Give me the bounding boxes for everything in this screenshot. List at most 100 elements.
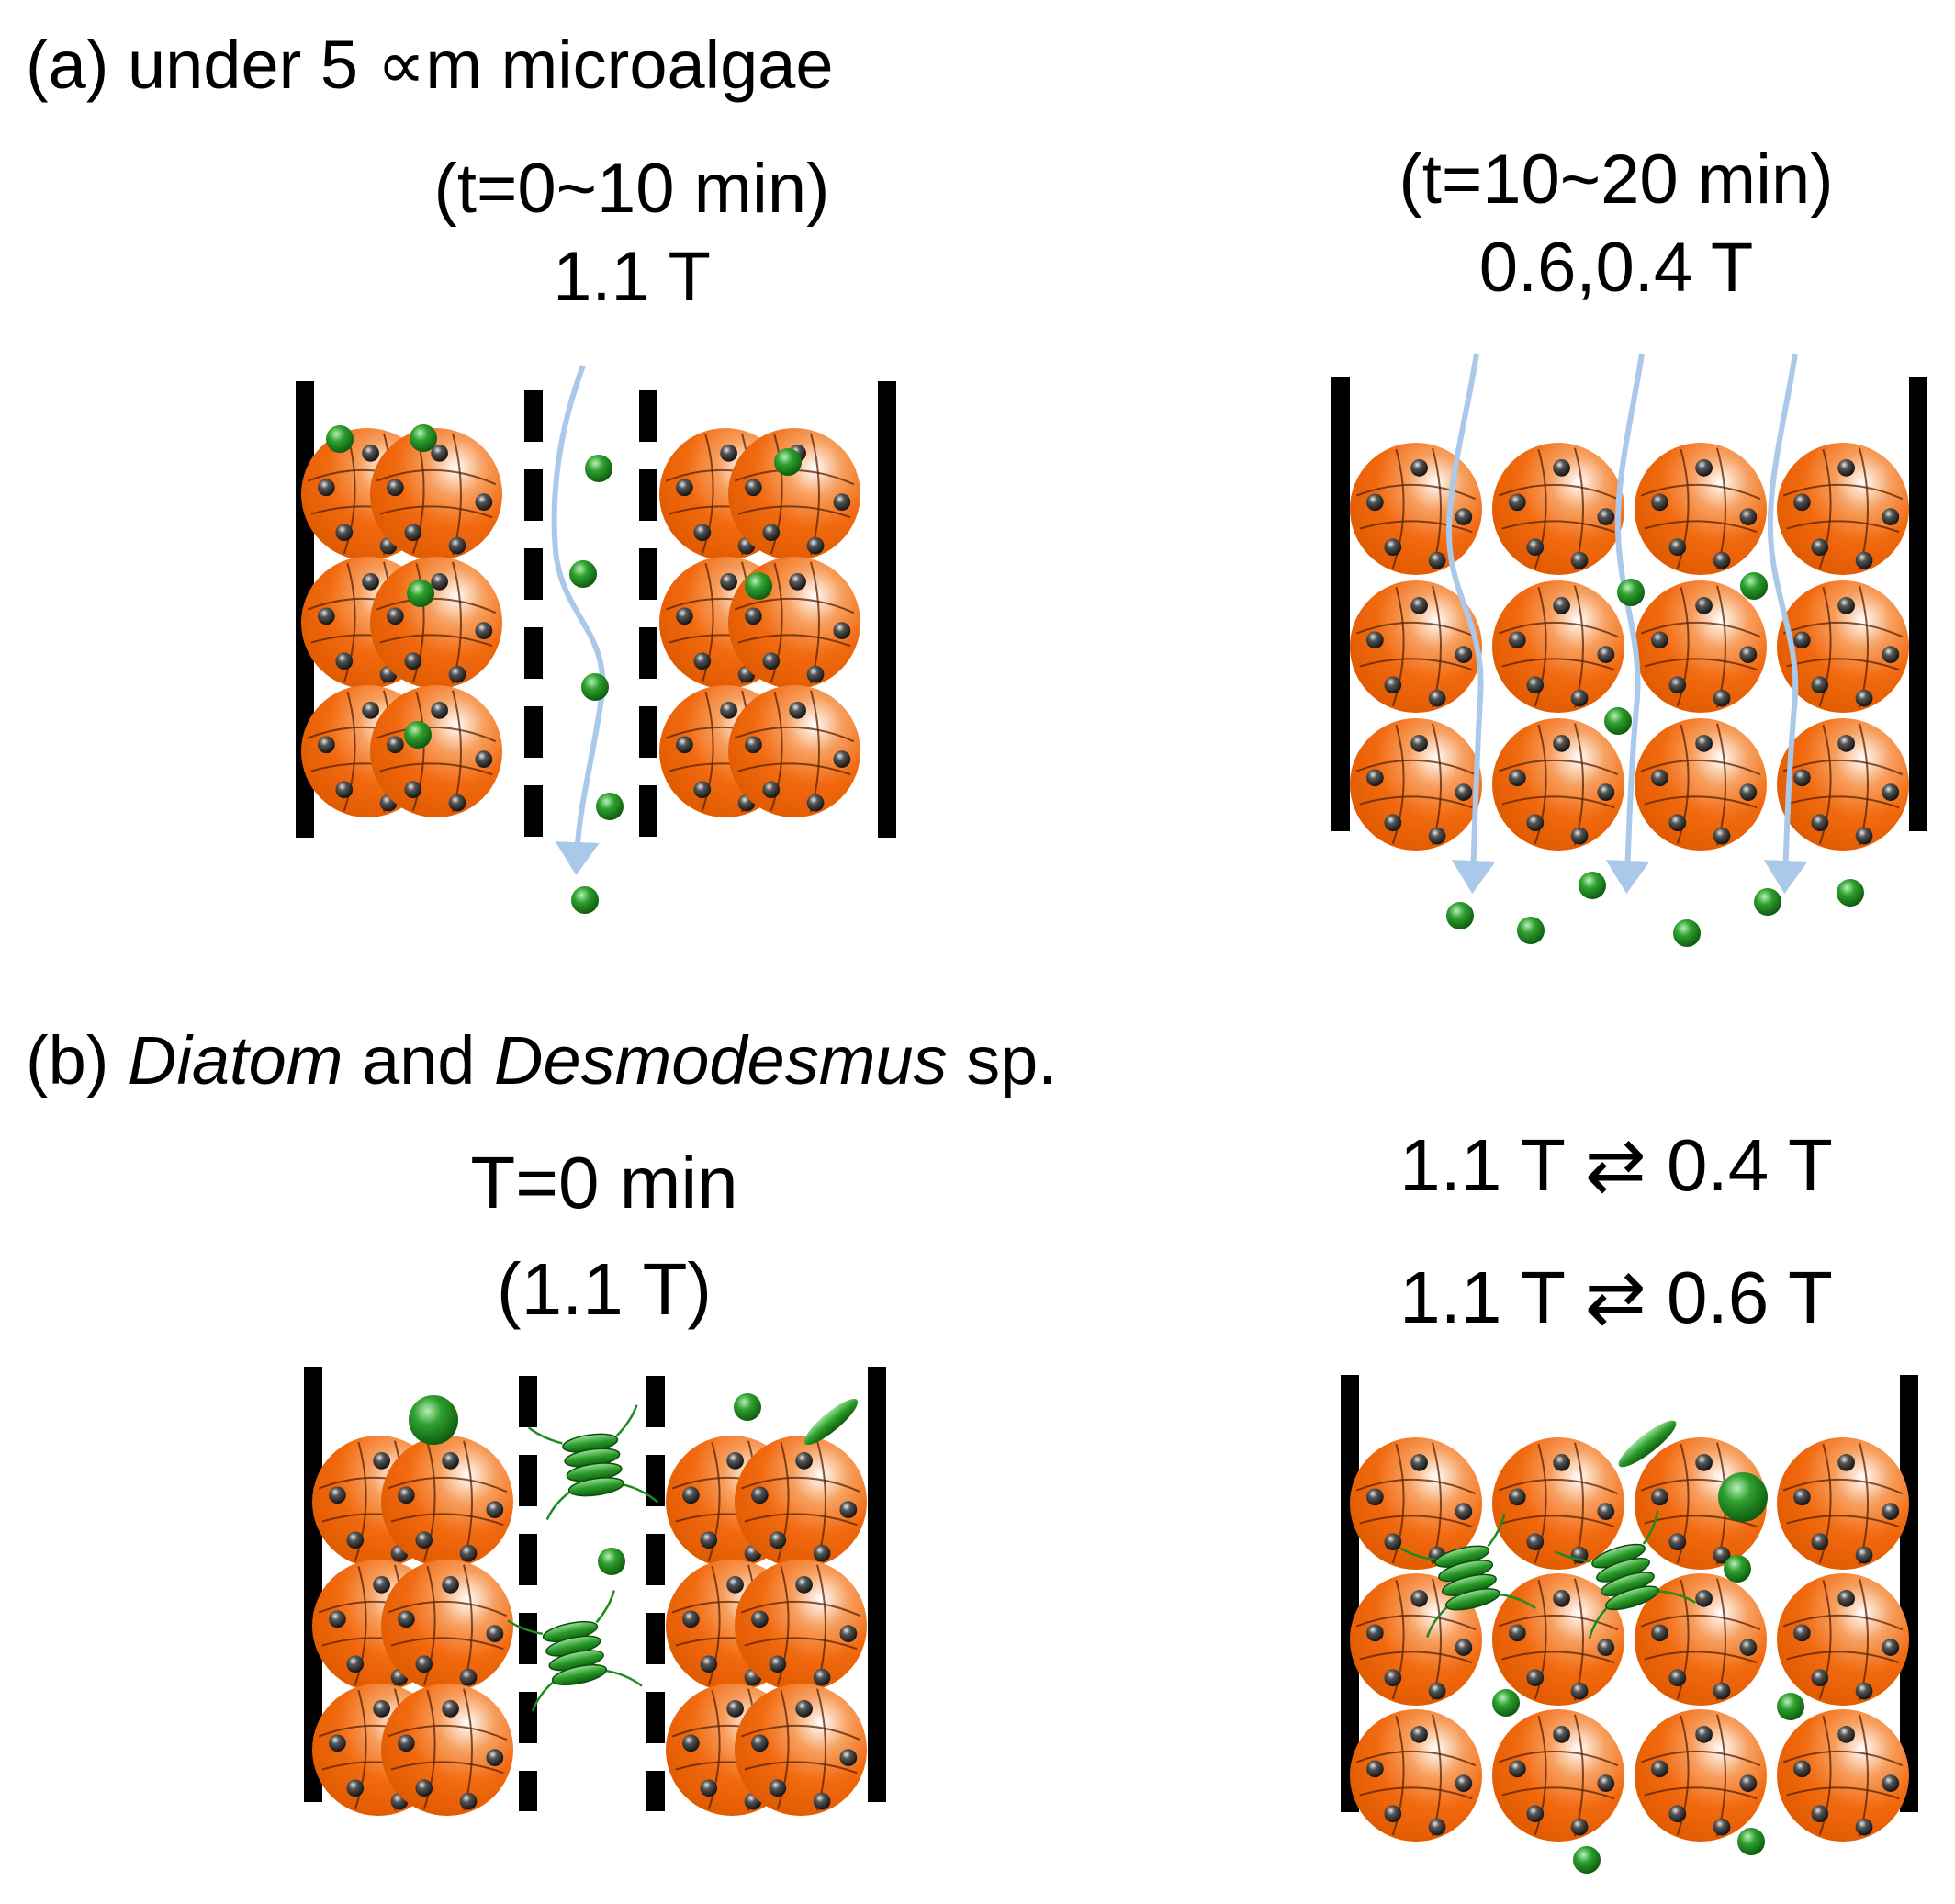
- nanoparticle: [1651, 1488, 1668, 1506]
- nanoparticle: [398, 1734, 415, 1752]
- nanoparticle: [318, 736, 335, 754]
- panel-b-right-cycle-06: 1.1 T ⇄ 0.6 T: [1399, 1256, 1833, 1338]
- nanoparticle: [1793, 769, 1811, 787]
- colony-spine: [531, 1681, 554, 1712]
- bead-body: [1777, 718, 1909, 851]
- nanoparticle: [1651, 631, 1668, 649]
- nanoparticle: [789, 573, 806, 591]
- microalga-cell: [1517, 917, 1545, 944]
- nanoparticle: [1384, 814, 1402, 832]
- nanoparticle: [1882, 1639, 1900, 1656]
- magnetic-bead: [1777, 1573, 1909, 1706]
- bead-mesh-line: [379, 762, 493, 776]
- microalga-cell: [596, 793, 624, 820]
- bead-mesh-line: [1391, 1715, 1405, 1836]
- bead-mesh-line: [1676, 1443, 1690, 1564]
- colony-spine: [606, 1669, 643, 1687]
- nanoparticle: [806, 665, 825, 683]
- magnetic-bead: [728, 685, 860, 817]
- bead-mesh-line: [1391, 1443, 1405, 1564]
- bead-mesh-line: [707, 1565, 721, 1686]
- bead-mesh-line: [737, 505, 851, 519]
- bead-mesh-line: [422, 1689, 436, 1810]
- colony-spine: [527, 1426, 563, 1445]
- bead-body: [1350, 580, 1482, 713]
- nanoparticle: [1793, 1624, 1811, 1642]
- bead-body: [1635, 580, 1767, 713]
- nanoparticle: [1366, 493, 1384, 512]
- nanoparticle: [398, 1486, 415, 1504]
- bead-mesh-line: [1644, 795, 1758, 809]
- nanoparticle: [1882, 783, 1900, 801]
- nanoparticle: [795, 1700, 813, 1718]
- nanoparticle: [1509, 631, 1526, 649]
- nanoparticle: [1509, 1488, 1526, 1506]
- bead-body: [1492, 718, 1624, 851]
- bead-mesh-line: [422, 1565, 436, 1686]
- magnetic-bead: [728, 428, 860, 560]
- nanoparticle: [442, 1452, 459, 1470]
- nanoparticle: [431, 702, 448, 719]
- nanoparticle: [682, 1486, 700, 1504]
- microalga-cell: [1604, 707, 1632, 735]
- bead-mesh-line: [1786, 658, 1900, 671]
- panel-b-right-cycle-04: 1.1 T ⇄ 0.4 T: [1399, 1124, 1833, 1206]
- magnetic-bead: [1635, 718, 1767, 851]
- microalga-cell: [1617, 579, 1645, 606]
- diatom-cell: [1618, 1420, 1677, 1468]
- nanoparticle: [1793, 1488, 1811, 1506]
- microalga-cell: [1737, 1828, 1765, 1855]
- nanoparticle: [839, 1501, 858, 1518]
- bead-mesh-line: [1501, 795, 1615, 809]
- nanoparticle: [486, 1625, 504, 1642]
- bead-mesh-line: [390, 1513, 504, 1527]
- bead-mesh-line: [1498, 483, 1619, 501]
- nanoparticle: [335, 781, 354, 799]
- panel-b-heading-and: and: [343, 1022, 494, 1098]
- nanoparticle: [1455, 508, 1473, 525]
- nanoparticle: [1739, 508, 1758, 525]
- nanoparticle: [1509, 1624, 1526, 1642]
- bead-mesh-line: [1676, 724, 1690, 845]
- panel-b-species-diatom: Diatom: [128, 1022, 343, 1098]
- bead-mesh-line: [740, 1600, 861, 1617]
- bead-mesh-line: [1498, 1478, 1619, 1495]
- microalga-cell: [569, 560, 597, 588]
- nanoparticle: [682, 1734, 700, 1752]
- bead-body: [1492, 580, 1624, 713]
- nanoparticle: [1570, 1818, 1589, 1836]
- microalga-cell: [745, 572, 772, 600]
- colony-spine: [1500, 1593, 1536, 1610]
- nanoparticle: [1695, 1726, 1713, 1743]
- nanoparticle: [1855, 1818, 1873, 1836]
- nanoparticle: [676, 607, 693, 625]
- bead-mesh-line: [1498, 1614, 1619, 1631]
- nanoparticle: [1695, 1590, 1713, 1607]
- nanoparticle: [475, 750, 493, 768]
- microalga-cell: [407, 580, 434, 607]
- nanoparticle: [1739, 783, 1758, 801]
- bead-mesh-line: [387, 1724, 508, 1741]
- panel-a-left-time: (t=0~10 min): [433, 150, 830, 228]
- desmodesmus-colony: [1555, 1510, 1696, 1639]
- nanoparticle: [1739, 1774, 1758, 1792]
- colony-spine: [1588, 1607, 1608, 1639]
- bead-mesh-line: [1676, 448, 1690, 569]
- magnetic-bead: [735, 1560, 867, 1692]
- magnetic-bead: [1492, 1573, 1624, 1706]
- flow-arrow: [1763, 353, 1808, 894]
- nanoparticle: [813, 1544, 831, 1562]
- nanoparticle: [762, 524, 781, 542]
- flow-arrow: [1605, 353, 1650, 894]
- bead-mesh-line: [1676, 586, 1690, 707]
- bead-body: [1635, 1437, 1767, 1570]
- nanoparticle: [839, 1625, 858, 1642]
- bead-body: [1777, 580, 1909, 713]
- bead-mesh-line: [1640, 1750, 1761, 1767]
- nanoparticle: [1428, 827, 1446, 845]
- bead-mesh-line: [1786, 1515, 1900, 1528]
- bead-mesh-line: [776, 1689, 790, 1810]
- microalga-cell: [1446, 902, 1474, 929]
- bead-mesh-line: [354, 1441, 367, 1562]
- colony-spine: [595, 1590, 615, 1624]
